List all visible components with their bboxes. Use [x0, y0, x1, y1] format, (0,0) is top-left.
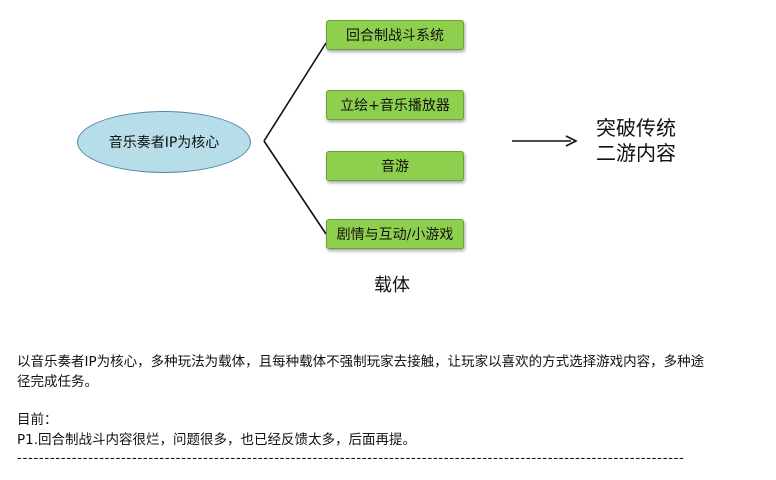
branches-caption: 载体 — [374, 275, 410, 296]
branch-label: 回合制战斗系统 — [346, 28, 444, 44]
bracket-connector-bottom — [263, 140, 327, 235]
dashed-separator: ----------------------------------------… — [17, 450, 685, 466]
branch-label: 剧情与互动/小游戏 — [336, 227, 454, 243]
notes-current-item: P1.回合制战斗内容很烂，问题很多，也已经反馈太多，后面再提。 — [17, 432, 417, 448]
branch-box-illustration-music-player: 立绘+音乐播放器 — [326, 90, 464, 120]
notes-paragraph: 以音乐奏者IP为核心，多种玩法为载体，且每种载体不强制玩家去接触，让玩家以喜欢的… — [17, 354, 705, 390]
bracket-connector-top — [263, 42, 327, 142]
branch-box-story-minigames: 剧情与互动/小游戏 — [326, 219, 464, 249]
branch-box-rhythm-game: 音游 — [326, 151, 464, 181]
result-line-2: 二游内容 — [596, 141, 676, 165]
result-text: 突破传统 二游内容 — [596, 116, 706, 166]
branch-label: 音游 — [381, 159, 409, 175]
result-arrow-head — [565, 135, 578, 147]
branch-label: 立绘+音乐播放器 — [340, 98, 450, 114]
core-label: 音乐奏者IP为核心 — [108, 135, 220, 151]
core-ellipse: 音乐奏者IP为核心 — [77, 111, 251, 173]
result-line-1: 突破传统 — [596, 116, 676, 140]
notes-current-heading: 目前： — [17, 412, 58, 428]
branch-box-turn-based-combat: 回合制战斗系统 — [326, 20, 464, 50]
notes-section: 以音乐奏者IP为核心，多种玩法为载体，且每种载体不强制玩家去接触，让玩家以喜欢的… — [17, 352, 707, 466]
